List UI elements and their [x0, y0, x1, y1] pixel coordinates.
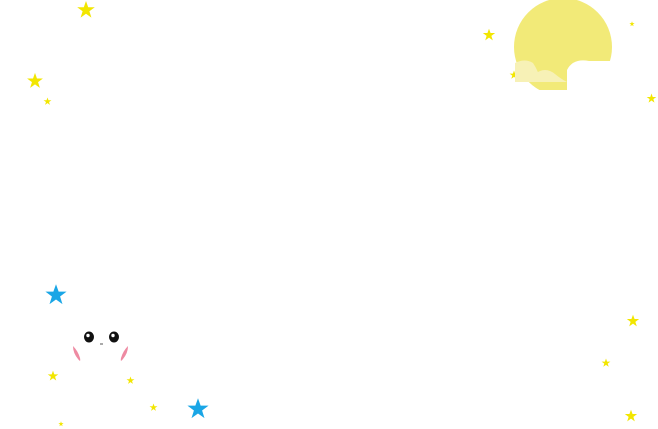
star-icon — [45, 284, 67, 305]
cute-face-icon — [73, 331, 128, 361]
star-icon — [77, 1, 95, 18]
moon-icon — [514, 0, 624, 90]
star-icon — [509, 70, 519, 79]
star-icon — [629, 21, 635, 27]
star-icon — [624, 409, 638, 422]
star-icon — [646, 93, 657, 103]
star-icon — [601, 358, 611, 367]
star-icon — [149, 403, 158, 411]
star-icon — [47, 370, 59, 381]
star-icon — [43, 97, 52, 105]
star-icon — [58, 421, 64, 427]
star-icon — [126, 376, 135, 384]
star-icon — [27, 72, 43, 88]
star-icon — [187, 398, 209, 419]
star-icon — [626, 314, 640, 327]
star-icon — [482, 28, 496, 41]
